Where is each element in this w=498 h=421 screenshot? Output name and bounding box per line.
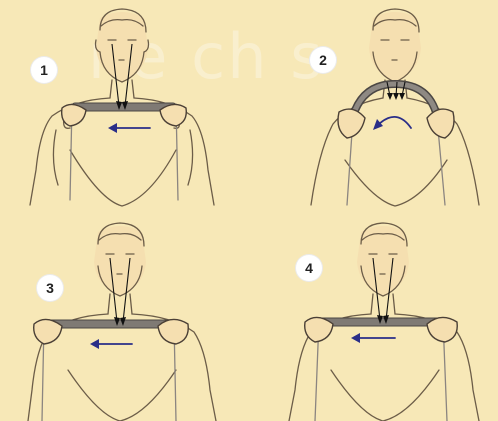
panel-2: 2 xyxy=(249,0,498,210)
figure-3 xyxy=(0,210,249,421)
figure-1 xyxy=(0,0,249,210)
step-badge-1: 1 xyxy=(30,56,58,84)
step-badge-3: 3 xyxy=(36,274,64,302)
figure-4 xyxy=(249,210,498,421)
panel-4: 4 xyxy=(249,210,498,420)
step-badge-2: 2 xyxy=(309,46,337,74)
panel-1: 1 xyxy=(0,0,249,210)
panel-3: 3 xyxy=(0,210,249,420)
step-badge-4: 4 xyxy=(295,254,323,282)
figure-2 xyxy=(249,0,498,210)
